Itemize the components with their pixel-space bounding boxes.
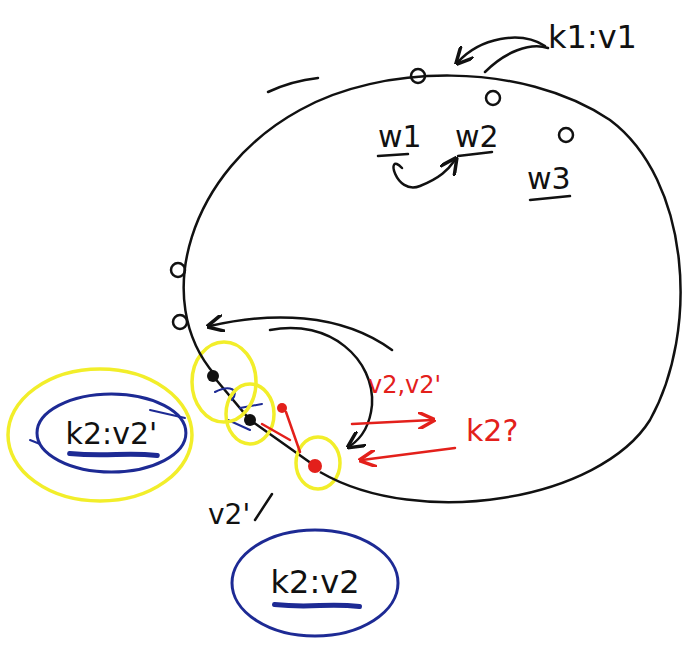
key-value-ellipse: k2:v2 <box>230 528 400 638</box>
underline <box>378 154 408 156</box>
red-arrow <box>362 448 455 460</box>
highlight-ellipse <box>8 369 192 501</box>
ellipse-outline <box>37 394 186 472</box>
ellipse-outline <box>232 530 398 636</box>
ring-point <box>173 315 187 329</box>
ring-item: w1 <box>378 120 422 153</box>
highlight-ellipse <box>296 437 340 489</box>
red-arrow <box>352 420 432 424</box>
red-stroke <box>262 412 300 452</box>
node-outline <box>170 60 685 530</box>
ring-dot <box>244 414 256 426</box>
value-label: v2' <box>208 500 250 531</box>
ring-item: w2 <box>455 120 499 153</box>
ring-point <box>171 263 185 277</box>
ring-point <box>486 91 500 105</box>
underline-scribble <box>275 605 360 607</box>
sketch-stroke <box>255 494 272 520</box>
ring-item: w3 <box>527 162 571 195</box>
rotation-arrow <box>394 160 455 187</box>
ring-outline <box>184 76 681 503</box>
sketch-stroke <box>485 46 548 72</box>
chain-line <box>213 376 315 466</box>
underline <box>530 196 570 200</box>
ring-point <box>559 128 573 142</box>
key-value-text: k2:v2 <box>271 565 360 600</box>
sketch-stroke <box>268 78 318 92</box>
arc-arrow <box>270 328 372 446</box>
ring-dot <box>308 459 322 473</box>
key-value-text: k2:v2' <box>66 417 158 450</box>
underline-scribble <box>70 454 158 456</box>
key-value-ellipse: k2:v2' <box>35 392 188 474</box>
query-label: k2? <box>466 414 518 447</box>
key-value-label: k1:v1 <box>548 20 637 55</box>
highlight-ellipse <box>226 384 274 444</box>
hash-ring: w1 w2 w3 <box>170 60 685 530</box>
value-label: v2,v2' <box>368 372 441 398</box>
